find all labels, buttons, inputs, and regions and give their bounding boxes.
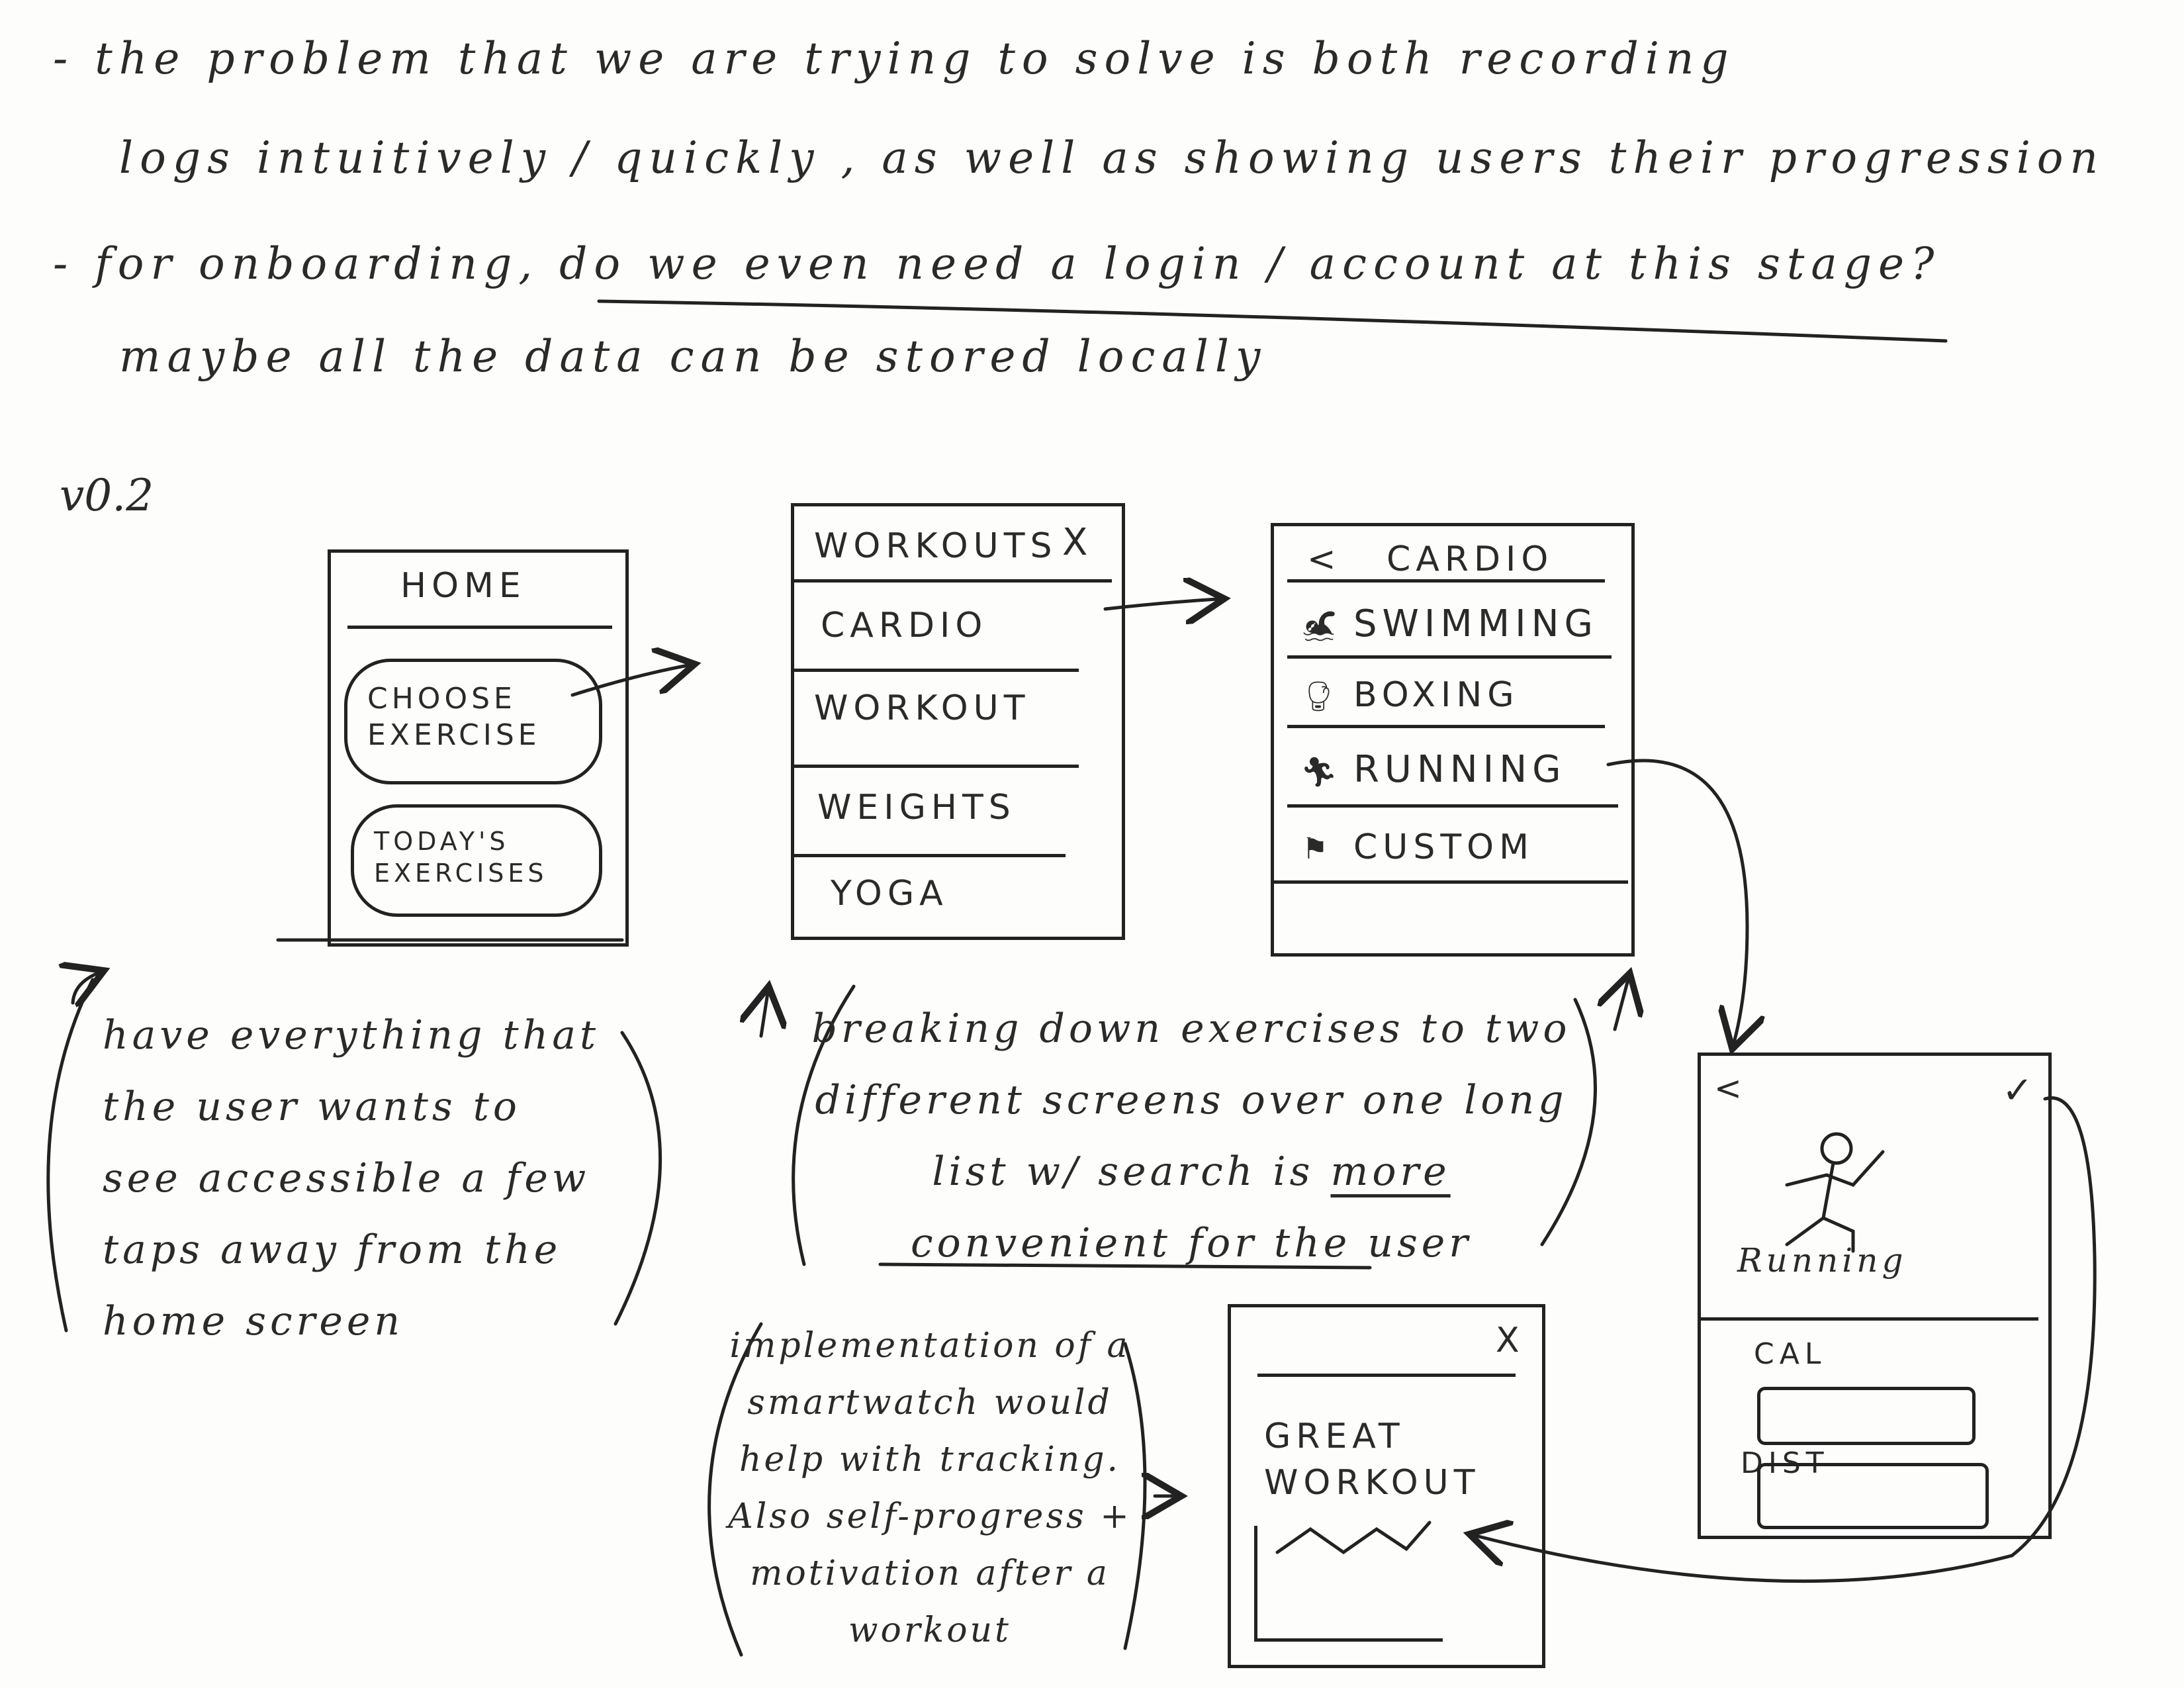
comment-breakdown-more: more	[1330, 1149, 1451, 1195]
progress-chart-box	[1254, 1526, 1443, 1642]
cardio-item-custom[interactable]: ⚑ CUSTOM	[1300, 827, 1534, 867]
boxer-icon: 🥊︎	[1300, 680, 1343, 714]
cal-input[interactable]	[1757, 1387, 1976, 1445]
comment-underline	[878, 1262, 1372, 1270]
progress-zigzag-icon	[1275, 1521, 1432, 1555]
pointer-home	[73, 973, 98, 1003]
workouts-item-yoga[interactable]: YOGA	[831, 874, 948, 914]
running-check-icon[interactable]: ✓	[2002, 1069, 2038, 1112]
pointer-cardio	[1615, 980, 1628, 1031]
workouts-close-icon[interactable]: X	[1062, 521, 1093, 564]
workouts-title: WORKOUTS	[814, 526, 1058, 566]
comment-breakdown: breaking down exercises to two different…	[804, 993, 1578, 1279]
comment-home: have everything that the user wants to s…	[103, 1012, 600, 1344]
cardio-item-label: RUNNING	[1353, 748, 1567, 791]
comment-breakdown-text: breaking down exercises to two different…	[811, 1006, 1571, 1195]
workouts-item-weights[interactable]: WEIGHTS	[817, 788, 1016, 827]
bracket-smartwatch-right	[1123, 1342, 1147, 1650]
comment-smartwatch: implementation of a smartwatch would hel…	[728, 1326, 1132, 1650]
bracket-breakdown-left	[792, 984, 856, 1266]
workouts-divider-0	[794, 579, 1112, 583]
comment-breakdown-tail: convenient for the user	[911, 1220, 1472, 1266]
note-line-4: maybe all the data can be stored locally	[119, 331, 1267, 382]
cardio-item-label: SWIMMING	[1353, 602, 1598, 645]
cardio-item-label: BOXING	[1353, 675, 1520, 715]
running-label: Running	[1737, 1241, 1907, 1280]
runner-icon: 🏃︎	[1300, 755, 1343, 789]
version-label: v0.2	[60, 470, 154, 521]
cal-label: CAL	[1754, 1337, 1827, 1371]
home-title: HOME	[400, 566, 526, 606]
running-divider	[1701, 1317, 2038, 1321]
workouts-divider-1	[794, 669, 1079, 672]
dist-input[interactable]	[1757, 1463, 1989, 1529]
home-title-divider	[347, 626, 612, 629]
todays-exercises-button[interactable]: TODAY'S EXERCISES	[351, 804, 602, 917]
great-divider	[1257, 1374, 1516, 1377]
cardio-divider-0	[1287, 579, 1605, 583]
cardio-item-label: CUSTOM	[1353, 827, 1534, 867]
great-workout-screen: X GREAT WORKOUT	[1228, 1304, 1545, 1668]
workouts-screen: WORKOUTS X CARDIO WORKOUT WEIGHTS YOGA	[791, 503, 1125, 940]
swimmer-icon: 🏊︎	[1300, 610, 1343, 643]
bracket-smartwatch-left	[707, 1322, 763, 1657]
cardio-divider-4	[1274, 880, 1628, 884]
workouts-item-workout[interactable]: WORKOUT	[814, 688, 1030, 728]
note-line-1: - the problem that we are trying to solv…	[53, 33, 1735, 84]
running-figure-icon	[1785, 1132, 1885, 1253]
cardio-item-boxing[interactable]: 🥊︎ BOXING	[1300, 675, 1520, 715]
cardio-item-running[interactable]: 🏃︎ RUNNING	[1300, 748, 1566, 791]
cardio-divider-1	[1287, 655, 1612, 659]
workouts-item-cardio[interactable]: CARDIO	[821, 606, 988, 645]
running-back-icon[interactable]: <	[1714, 1069, 1747, 1107]
great-close-icon[interactable]: X	[1496, 1321, 1525, 1360]
cardio-divider-2	[1287, 725, 1605, 728]
workouts-divider-2	[794, 765, 1079, 768]
arrow-running-to-detail	[1606, 759, 1747, 1043]
cardio-back-icon[interactable]: <	[1307, 539, 1342, 579]
cardio-screen: < CARDIO 🏊︎ SWIMMING 🥊︎ BOXING 🏃︎ RUNNING ⚑…	[1271, 523, 1635, 957]
bracket-home-left	[46, 978, 95, 1333]
flag-icon: ⚑	[1302, 832, 1334, 866]
cardio-divider-3	[1287, 804, 1618, 808]
bracket-breakdown-right	[1540, 998, 1597, 1246]
pointer-workouts	[761, 993, 768, 1038]
cardio-item-swimming[interactable]: 🏊︎ SWIMMING	[1300, 602, 1598, 645]
workouts-divider-3	[794, 854, 1066, 857]
great-title-line1: GREAT	[1264, 1417, 1405, 1456]
note-line-2: logs intuitively / quickly , as well as …	[119, 132, 2105, 183]
home-screen: HOME CHOOSE EXERCISE TODAY'S EXERCISES	[328, 549, 629, 947]
cardio-title: CARDIO	[1387, 539, 1554, 579]
arrow-workouts-to-cardio	[1103, 599, 1218, 609]
bracket-home-right	[614, 1031, 662, 1326]
running-detail-screen: < ✓ Running CAL DIST	[1698, 1053, 2052, 1539]
great-title-line2: WORKOUT	[1264, 1463, 1480, 1503]
choose-exercise-button[interactable]: CHOOSE EXERCISE	[344, 659, 602, 784]
note-line-3: - for onboarding, do we even need a logi…	[53, 238, 1941, 289]
notes-underline	[597, 299, 1948, 343]
